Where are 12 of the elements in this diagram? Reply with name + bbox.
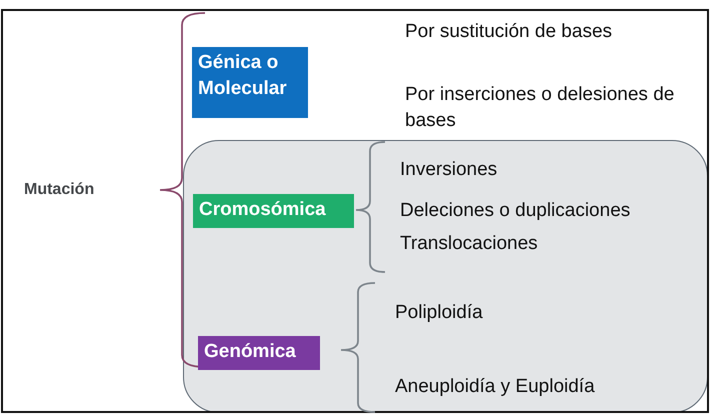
list-item-text: Deleciones o duplicaciones: [400, 199, 632, 223]
list-item-text: Translocaciones: [400, 232, 539, 256]
list-item-text: Poliploidía: [395, 301, 484, 325]
list-item-text: Por sustitución de bases: [405, 20, 614, 44]
category-label: Genómica: [198, 336, 320, 370]
category-label: Cromosómica: [193, 194, 354, 228]
category-label: Génica o Molecular: [192, 47, 308, 118]
list-item-text: Por inserciones o delesiones de bases: [405, 83, 676, 133]
root-label: Mutación: [24, 180, 96, 200]
list-item-text: Inversiones: [400, 158, 498, 182]
group-panel: [183, 140, 708, 413]
list-item-text: Aneuploidía y Euploidía: [395, 375, 596, 399]
